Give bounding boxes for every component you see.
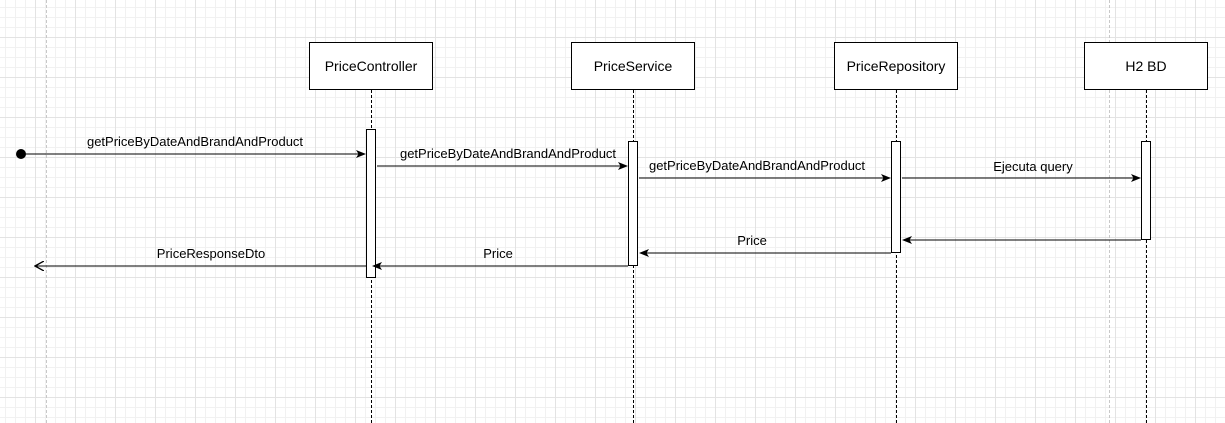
message-label-4: Ejecuta query [993,159,1073,174]
lifeline-price-repository [896,90,897,423]
guide-line-right [1109,0,1110,423]
activation-h2-bd[interactable] [1141,141,1151,240]
participant-price-controller[interactable]: PriceController [309,42,433,90]
participant-price-service[interactable]: PriceService [571,42,695,90]
message-label-5: Price [737,233,767,248]
message-label-1: getPriceByDateAndBrandAndProduct [86,134,304,149]
activation-price-controller[interactable] [366,129,376,278]
activation-price-repository[interactable] [891,141,901,253]
message-label-2: getPriceByDateAndBrandAndProduct [399,146,617,161]
guide-line-left [46,0,47,423]
activation-price-service[interactable] [628,141,638,266]
message-label-7: PriceResponseDto [156,246,266,261]
participant-price-repository[interactable]: PriceRepository [834,42,958,90]
message-label-3: getPriceByDateAndBrandAndProduct [648,158,866,173]
lifeline-h2-bd [1146,90,1147,423]
message-label-6: Price [483,246,513,261]
participant-h2-bd[interactable]: H2 BD [1084,42,1208,90]
